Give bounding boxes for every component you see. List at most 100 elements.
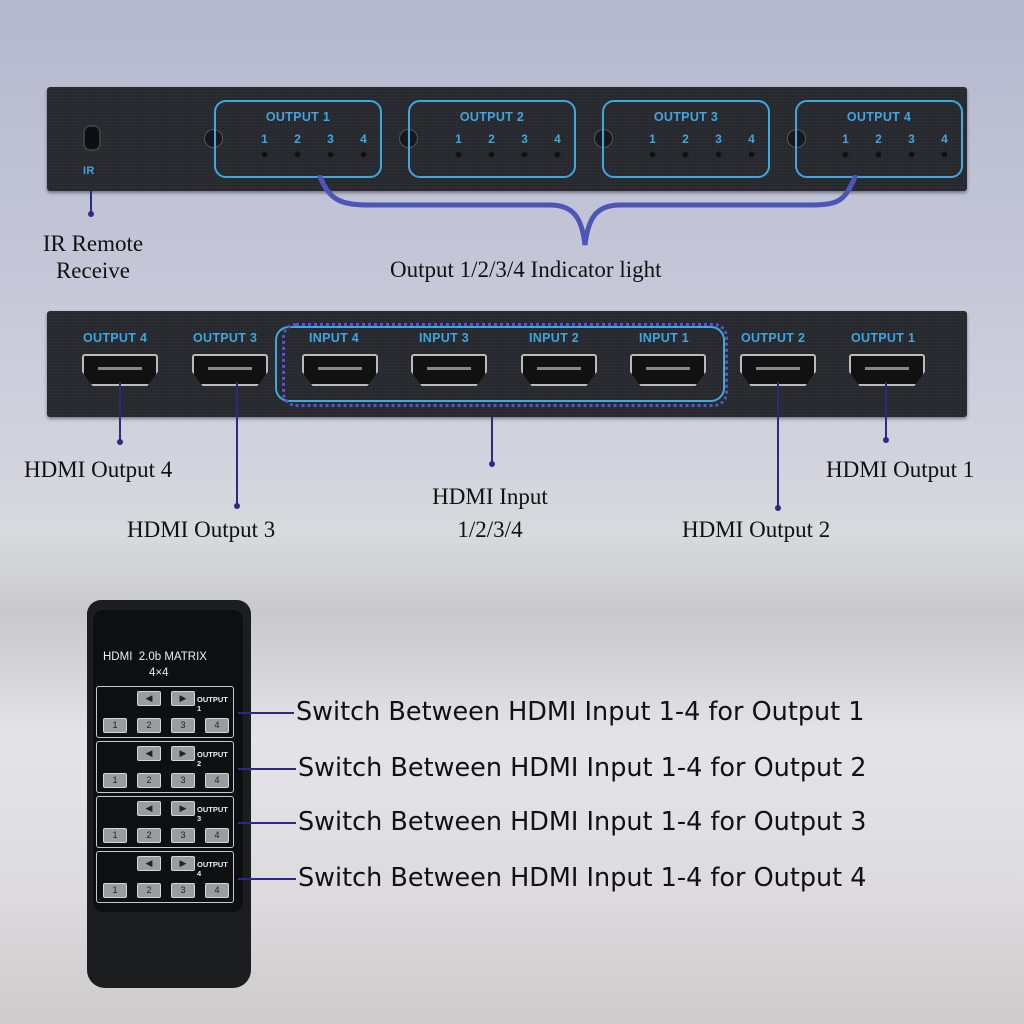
remote-callout-line-1 (238, 712, 294, 714)
remote-group-label: OUTPUT 3 (197, 805, 228, 823)
port-label: INPUT 2 (529, 331, 580, 345)
led-label: 1 (455, 132, 462, 146)
indicator-led (554, 151, 561, 158)
output2-callout-dot (775, 505, 781, 511)
remote-input-3-button[interactable]: 3 (171, 883, 195, 898)
remote-input-4-button[interactable]: 4 (205, 883, 229, 898)
output-group-title: OUTPUT 4 (846, 110, 912, 124)
remote-subtitle: 4×4 (149, 667, 169, 679)
remote-input-2-button[interactable]: 2 (137, 718, 161, 733)
hdmi-input-4-port[interactable] (302, 354, 378, 386)
output2-callout-line (777, 382, 779, 508)
led-label: 2 (488, 132, 495, 146)
port-label: OUTPUT 4 (83, 331, 148, 345)
remote-input-4-button[interactable]: 4 (205, 828, 229, 843)
remote-prev-button[interactable]: ◀ (137, 691, 161, 706)
led-label: 3 (908, 132, 915, 146)
remote-input-2-button[interactable]: 2 (137, 883, 161, 898)
remote-input-1-button[interactable]: 1 (103, 773, 127, 788)
remote-input-1-button[interactable]: 1 (103, 828, 127, 843)
remote-input-2-button[interactable]: 2 (137, 773, 161, 788)
output-group-title: OUTPUT 3 (653, 110, 719, 124)
remote-group-label: OUTPUT 2 (197, 750, 228, 768)
led-label: 4 (941, 132, 948, 146)
led-label: 2 (875, 132, 882, 146)
remote-title: HDMI 2.0b MATRIX (103, 651, 207, 663)
remote-callout-4: Switch Between HDMI Input 1-4 for Output… (298, 863, 867, 893)
remote-callout-1: Switch Between HDMI Input 1-4 for Output… (296, 697, 865, 727)
remote-callout-3: Switch Between HDMI Input 1-4 for Output… (298, 807, 867, 837)
ir-callout-line (90, 191, 92, 213)
indicator-led (521, 151, 528, 158)
remote-next-button[interactable]: ▶ (171, 801, 195, 816)
output-group-2: OUTPUT 2 1 2 3 4 (408, 100, 576, 178)
remote-prev-button[interactable]: ◀ (137, 746, 161, 761)
remote-callout-line-3 (238, 822, 296, 824)
indicator-led (488, 151, 495, 158)
indicator-led (908, 151, 915, 158)
input-group-dotted-outline (282, 323, 728, 407)
remote-output-group-4: ◀ ▶ OUTPUT 4 1 2 3 4 (96, 851, 234, 903)
led-label: 2 (682, 132, 689, 146)
remote-prev-button[interactable]: ◀ (137, 856, 161, 871)
port-label: INPUT 3 (419, 331, 470, 345)
remote-callout-2: Switch Between HDMI Input 1-4 for Output… (298, 753, 867, 783)
remote-group-label: OUTPUT 1 (197, 695, 228, 713)
led-label: 4 (360, 132, 367, 146)
indicator-led (360, 151, 367, 158)
remote-input-3-button[interactable]: 3 (171, 828, 195, 843)
indicator-led (875, 151, 882, 158)
indicator-led (682, 151, 689, 158)
hdmi-input-3-port[interactable] (411, 354, 487, 386)
remote-output-group-1: ◀ ▶ OUTPUT 1 1 2 3 4 (96, 686, 234, 738)
output-1-select-button[interactable] (204, 129, 223, 148)
led-label: 1 (261, 132, 268, 146)
remote-next-button[interactable]: ▶ (171, 856, 195, 871)
indicator-led (327, 151, 334, 158)
remote-group-label: OUTPUT 4 (197, 860, 228, 878)
remote-input-2-button[interactable]: 2 (137, 828, 161, 843)
output-group-4: OUTPUT 4 1 2 3 4 (795, 100, 963, 178)
output-group-title: OUTPUT 2 (459, 110, 525, 124)
remote-callout-line-4 (238, 878, 296, 880)
hdmi-input-1-port[interactable] (630, 354, 706, 386)
led-label: 1 (842, 132, 849, 146)
output-group-1: OUTPUT 1 1 2 3 4 (214, 100, 382, 178)
ir-callout-label: IR Remote Receive (42, 231, 144, 283)
rear-panel: OUTPUT 4 OUTPUT 3 INPUT 4 INPUT 3 INPUT … (47, 311, 967, 417)
remote-callout-line-2 (238, 768, 296, 770)
remote-input-3-button[interactable]: 3 (171, 773, 195, 788)
ir-receiver-icon (83, 125, 101, 151)
remote-input-3-button[interactable]: 3 (171, 718, 195, 733)
led-label: 3 (715, 132, 722, 146)
indicator-led (842, 151, 849, 158)
output3-callout-dot (234, 503, 240, 509)
indicator-led (941, 151, 948, 158)
ir-label: IR (83, 165, 95, 177)
led-label: 4 (554, 132, 561, 146)
remote-next-button[interactable]: ▶ (171, 746, 195, 761)
indicator-led (261, 151, 268, 158)
led-label: 2 (294, 132, 301, 146)
hdmi-output-3-port[interactable] (192, 354, 268, 386)
output1-callout-line (885, 382, 887, 440)
hdmi-input-2-port[interactable] (521, 354, 597, 386)
indicator-callout-label: Output 1/2/3/4 Indicator light (390, 257, 662, 282)
port-label: INPUT 4 (309, 331, 360, 345)
led-label: 4 (748, 132, 755, 146)
hdmi-output-2-port[interactable] (740, 354, 816, 386)
input-callout-line (491, 417, 493, 464)
hdmi-output-1-port[interactable] (849, 354, 925, 386)
output3-callout-line (236, 382, 238, 506)
output4-callout-label: HDMI Output 4 (24, 457, 173, 482)
port-label: OUTPUT 1 (851, 331, 916, 345)
remote-input-1-button[interactable]: 1 (103, 718, 127, 733)
remote-prev-button[interactable]: ◀ (137, 801, 161, 816)
remote-input-1-button[interactable]: 1 (103, 883, 127, 898)
led-label: 3 (521, 132, 528, 146)
input-group-outline (275, 326, 725, 402)
remote-input-4-button[interactable]: 4 (205, 773, 229, 788)
remote-input-4-button[interactable]: 4 (205, 718, 229, 733)
remote-output-group-3: ◀ ▶ OUTPUT 3 1 2 3 4 (96, 796, 234, 848)
remote-next-button[interactable]: ▶ (171, 691, 195, 706)
